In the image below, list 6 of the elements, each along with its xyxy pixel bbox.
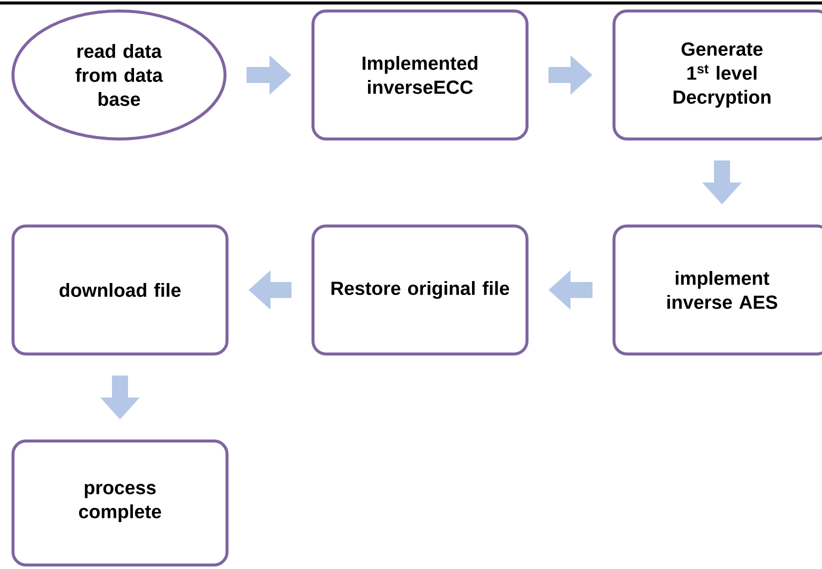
process-box: Generate 1$^{st}$ level Decryption — [612, 10, 822, 140]
process-box: implement inverse AES — [612, 224, 822, 356]
process-box: Restore original file — [312, 224, 528, 356]
process-box: download file — [12, 224, 228, 356]
process-box: Implemented inverseECC — [312, 10, 528, 140]
end-box: process complete — [12, 439, 228, 566]
